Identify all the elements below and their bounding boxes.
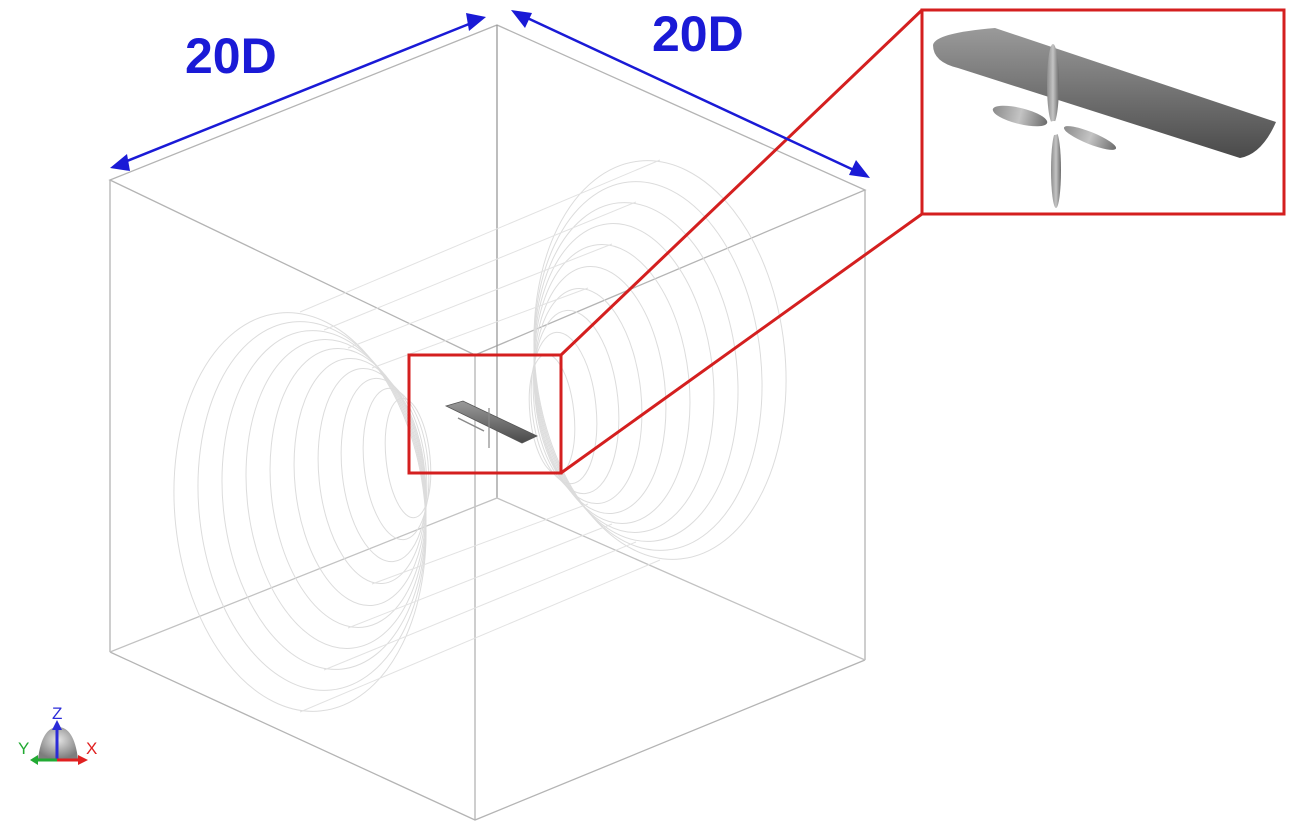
axis-label-z: Z: [52, 704, 62, 723]
zoomed-wing: [933, 28, 1276, 158]
zoom-connector-lines: [559, 8, 924, 475]
zoomed-propeller: [992, 44, 1117, 208]
zoom-inset: [920, 8, 1286, 216]
mesh-connectors: [299, 159, 661, 713]
box-bottom-edges: [109, 651, 866, 821]
mesh-rings-right: [528, 160, 787, 560]
domain-box: [108, 24, 867, 821]
wing-model-small: [444, 400, 538, 448]
axis-label-x: X: [86, 739, 97, 758]
mesh-rings-left: [173, 312, 432, 712]
dimension-arrow-right: [511, 10, 870, 178]
axis-label-y: Y: [18, 739, 29, 758]
box-hidden-bottom-edges: [109, 497, 866, 661]
dimension-arrow-left: [110, 13, 486, 171]
highlight-box-small: [407, 353, 563, 475]
axis-triad: Z Y X: [18, 704, 97, 765]
dimension-label-left: 20D: [185, 28, 277, 84]
dimension-label-right: 20D: [652, 6, 744, 62]
